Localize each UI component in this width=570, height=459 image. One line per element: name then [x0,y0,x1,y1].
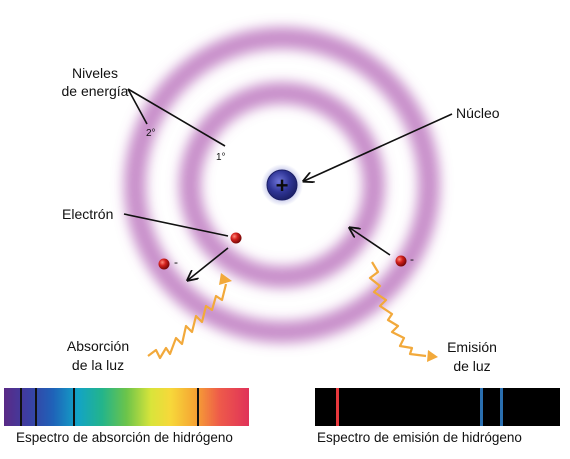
electron-label: Electrón [62,206,113,222]
emission-transition-arrow [350,228,391,256]
emission-spectrum-caption: Espectro de emisión de hidrógeno [317,430,522,445]
electron-emitting: - [395,252,414,267]
electron-annotation: Electrón [62,206,229,237]
nucleus-annotation: Núcleo [304,105,500,181]
absorption-spectrum: Espectro de absorción de hidrógeno [4,388,249,445]
emission-label-line2: de luz [453,358,490,374]
electron-minus-sign: - [174,255,178,269]
absorption-photon-wave [147,283,228,360]
emission-photon-wave [368,261,427,358]
pointer-line-level-1 [127,88,226,147]
emission-label-line1: Emisión [447,339,497,355]
energy-levels-label-line1: Niveles [72,65,118,81]
absorption-photon-arrowhead [219,273,232,285]
absorption-spectrum-caption: Espectro de absorción de hidrógeno [16,430,233,445]
absorption-line [197,388,199,426]
nucleus-arrow [304,113,453,181]
emission-line-blue [480,388,483,426]
level-2-label: 2° [146,128,156,139]
emission-spectrum: Espectro de emisión de hidrógeno [315,388,560,445]
emission-line-red [336,388,339,426]
absorption-label-line1: Absorción [67,338,129,354]
emission-line-blue [500,388,503,426]
orbits [124,27,440,343]
electron-absorbed: - [158,255,178,270]
electron-pointer-line [123,213,229,237]
absorption-label-line2: de la luz [72,357,124,373]
nucleus-label: Núcleo [456,105,500,121]
nucleus-plus-sign: + [276,173,289,198]
pointer-line-level-2 [127,88,148,125]
absorption-line [20,388,22,426]
absorption-line [35,388,37,426]
absorption-transition-arrow [188,247,229,280]
nucleus-core [266,169,298,201]
emission-spectrum-bar [315,388,560,426]
absorption-line [73,388,75,426]
orbit-level-2 [124,27,440,343]
electron-on-orbit-1 [230,232,242,244]
orbit-level-1 [179,82,385,288]
emission-photon-arrowhead [427,350,438,362]
nucleus: + [261,164,303,206]
absorption-spectrum-bar [4,388,249,426]
level-1-label: 1° [216,152,226,163]
energy-levels-label-line2: de energía [62,83,129,99]
electron-minus-sign: - [410,252,414,266]
energy-levels-annotation: Niveles de energía 2° 1° [62,65,226,163]
